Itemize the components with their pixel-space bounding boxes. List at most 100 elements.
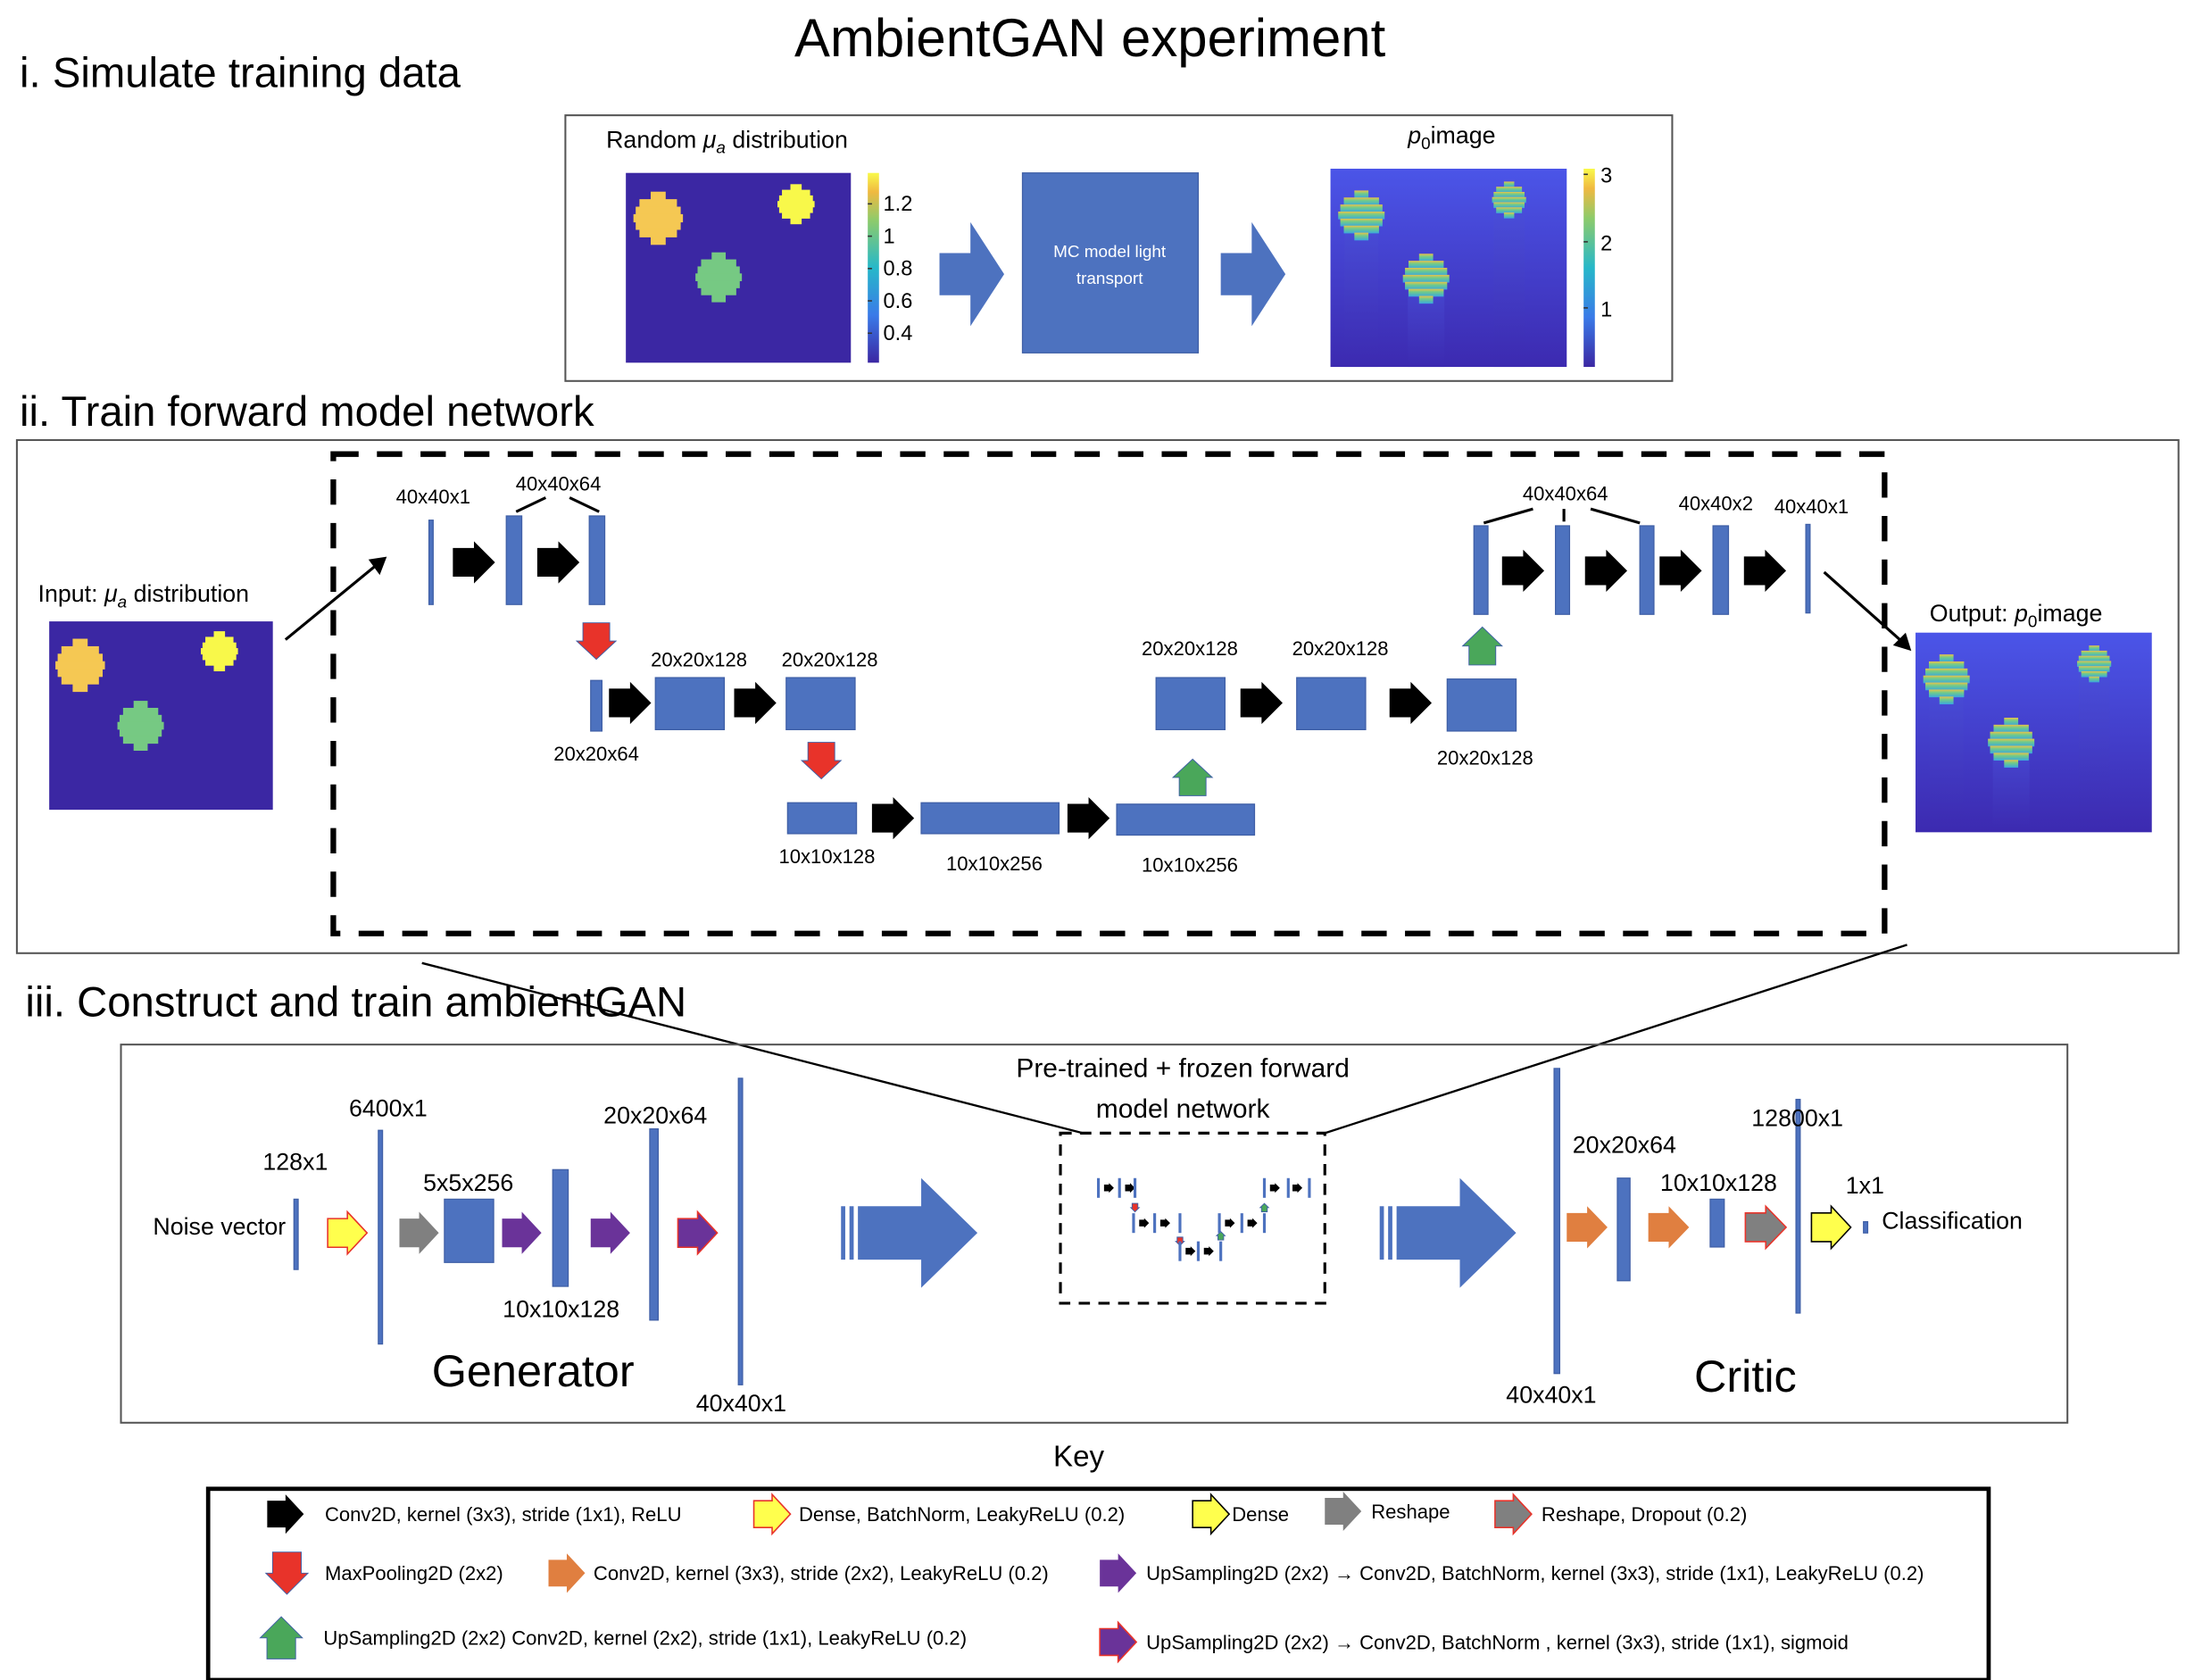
- key-item-label: Conv2D, kernel (3x3), stride (2x2), Leak…: [594, 1562, 1049, 1584]
- p0-blob-right: [2077, 645, 2112, 683]
- layer-5x5x256: [444, 1198, 494, 1263]
- upsample-arrow: [1171, 758, 1214, 796]
- blob-orange: [633, 191, 684, 245]
- mini-layer: [1218, 1213, 1221, 1234]
- layer-label: 40x40x1: [696, 1390, 786, 1417]
- output-connector: [1823, 570, 1903, 643]
- mini-layer: [1262, 1213, 1267, 1234]
- p0-image-title: p0image: [1407, 122, 1495, 154]
- layer-label: 6400x1: [349, 1094, 428, 1121]
- mini-layer: [1097, 1177, 1101, 1198]
- bracket-line: [569, 496, 600, 513]
- layer-40x40x1: [1805, 523, 1811, 614]
- layer-6400x1: [378, 1129, 384, 1345]
- conv-arrow: [453, 541, 495, 584]
- layer-40x40x64: [1473, 525, 1489, 615]
- layer-label: 20x20x128: [1292, 637, 1389, 660]
- blob-yellow: [201, 631, 238, 672]
- layer-label: 10x10x128: [1660, 1169, 1777, 1196]
- frozen-label-2: model network: [1096, 1094, 1270, 1124]
- upsample-arrow: [1461, 626, 1503, 666]
- mini-layer: [1286, 1177, 1290, 1198]
- mc-model-box: [1021, 172, 1200, 353]
- output-label: Output: p0image: [1930, 600, 2103, 631]
- generator-to-frozen-arrow: [841, 1177, 978, 1288]
- key-item-label: Reshape, Dropout (0.2): [1542, 1503, 1747, 1526]
- mini-conv-arrow: [1103, 1183, 1114, 1193]
- purple-arrow-icon: [1100, 1553, 1137, 1593]
- dense-batchnorm-arrow: [327, 1210, 369, 1256]
- mini-conv-arrow: [1225, 1218, 1235, 1228]
- layer-10x10x256: [920, 802, 1060, 835]
- layer-label: 10x10x256: [946, 852, 1043, 875]
- noise-vector-label: Noise vector: [153, 1213, 286, 1240]
- upsample-sigmoid-arrow: [677, 1210, 719, 1256]
- grey-arrow-icon: [1494, 1493, 1533, 1536]
- blob-yellow: [777, 184, 815, 225]
- layer-label: 20x20x128: [1142, 637, 1238, 660]
- layer-label: 40x40x1: [396, 486, 470, 508]
- colorbar-tick: 0.6: [884, 290, 913, 313]
- key-item-label: Reshape: [1371, 1501, 1450, 1523]
- colorbar-tick: 3: [1600, 165, 1612, 188]
- output-image: [1916, 632, 2152, 833]
- upsample-conv-arrow: [590, 1211, 630, 1254]
- mini-layer: [1153, 1213, 1157, 1234]
- layer-label: 40x40x64: [516, 473, 602, 495]
- mini-conv-arrow: [1159, 1218, 1170, 1228]
- bracket-line: [1483, 507, 1533, 525]
- layer-label: 10x10x256: [1142, 853, 1238, 876]
- mini-conv-arrow: [1203, 1246, 1214, 1257]
- key-items: Conv2D, kernel (3x3), stride (1x1), ReLU…: [259, 1491, 1924, 1664]
- p0-blob-center: [1988, 717, 2035, 768]
- layer-label: 40x40x1: [1774, 495, 1849, 518]
- conv-stride-arrow: [1567, 1206, 1608, 1249]
- layer-20x20x128: [1296, 677, 1367, 731]
- mini-conv-arrow: [1185, 1246, 1196, 1257]
- key-item-label: Dense, BatchNorm, LeakyReLU (0.2): [799, 1503, 1125, 1526]
- conv-stride-arrow: [1648, 1206, 1690, 1249]
- frozen-label-1: Pre-trained + frozen forward: [1016, 1053, 1349, 1083]
- frozen-network-box: [1059, 1131, 1326, 1305]
- dense-arrow: [1810, 1204, 1852, 1251]
- layer-10x10x128: [552, 1169, 569, 1287]
- layer-40x40x64: [505, 515, 523, 605]
- layer-label: 5x5x256: [423, 1169, 513, 1196]
- layer-40x40x1: [428, 520, 434, 605]
- layer-label: 20x20x128: [782, 649, 878, 671]
- conv-arrow: [1659, 549, 1702, 593]
- conv-arrow: [734, 681, 777, 725]
- mini-conv-arrow: [1292, 1183, 1303, 1193]
- layer-40x40x1: [1553, 1068, 1561, 1375]
- layer-40x40x64: [588, 515, 606, 605]
- mini-conv-arrow: [1125, 1183, 1135, 1193]
- simulate-arrow-1: [939, 221, 1005, 327]
- colorbar-tick: 1.2: [884, 193, 913, 216]
- colorbar-tick: 0.4: [884, 322, 913, 345]
- layer-label: 1x1: [1846, 1172, 1884, 1199]
- mini-layer: [1308, 1177, 1311, 1198]
- blob-green: [117, 701, 164, 751]
- conv-arrow: [1584, 549, 1628, 593]
- bracket-line: [515, 496, 547, 513]
- figure-title: AmbientGAN experiment: [794, 8, 1386, 68]
- p0-blob-left: [1923, 654, 1970, 705]
- zoom-line-right: [1324, 944, 1907, 1135]
- key-item-label: Dense: [1232, 1503, 1289, 1526]
- layer-label: 20x20x64: [603, 1102, 707, 1128]
- bracket-line: [1590, 507, 1641, 525]
- layer-label: 128x1: [262, 1148, 328, 1175]
- mini-layer: [1240, 1213, 1243, 1234]
- critic: 40x40x120x20x6410x10x12812800x11x1Classi…: [1506, 1068, 2023, 1409]
- section-ii-heading: ii. Train forward model network: [20, 388, 594, 436]
- key-item-label: UpSampling2D (2x2) → Conv2D, BatchNorm, …: [1146, 1562, 1924, 1584]
- mini-layer: [1262, 1177, 1267, 1198]
- generator-title: Generator: [432, 1345, 635, 1396]
- maxpool-arrow: [800, 742, 843, 780]
- red-down-arrow-icon: [264, 1551, 310, 1595]
- key-item-label: MaxPooling2D (2x2): [325, 1562, 503, 1584]
- conv-arrow: [536, 541, 580, 584]
- colorbar-tick: 2: [1600, 232, 1612, 255]
- input-image: [49, 621, 273, 811]
- mini-layer: [1178, 1241, 1182, 1261]
